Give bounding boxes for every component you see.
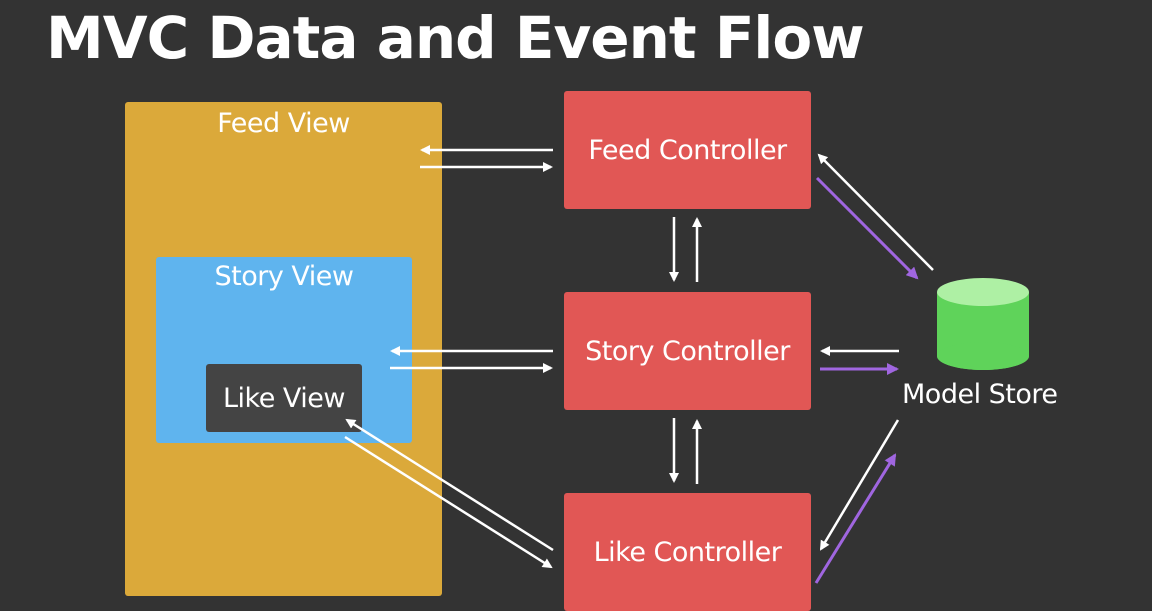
database-icon (937, 278, 1029, 370)
model-store-label: Model Store (902, 379, 1058, 410)
story-view-box: Story View (156, 257, 412, 443)
like-view-to-controller-arrow (344, 435, 553, 569)
like-controller-to-store-data-arrow (814, 453, 897, 584)
page-title: MVC Data and Event Flow (46, 4, 865, 72)
story-view-label: Story View (214, 261, 354, 292)
store-to-feed-controller-arrow (817, 153, 934, 271)
like-controller-to-view-arrow (345, 418, 554, 552)
like-view-box: Like View (206, 364, 362, 432)
like-view-label: Like View (223, 382, 345, 414)
like-controller-label: Like Controller (593, 536, 782, 568)
story-controller-label: Story Controller (585, 335, 790, 367)
store-to-like-controller-arrow (819, 419, 900, 551)
story-controller-box: Story Controller (564, 292, 811, 410)
feed-controller-box: Feed Controller (564, 91, 811, 209)
feed-controller-to-store-data-arrow (815, 176, 919, 280)
feed-controller-label: Feed Controller (588, 134, 787, 166)
like-controller-box: Like Controller (564, 493, 811, 611)
feed-view-label: Feed View (217, 108, 350, 139)
